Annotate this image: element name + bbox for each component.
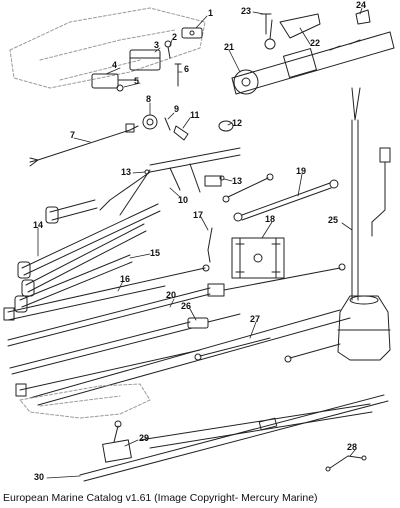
callout-11: 11 <box>190 110 200 120</box>
engine-bracket-outline <box>9 7 206 89</box>
part-25-tank <box>337 87 391 361</box>
part-8-knob <box>142 114 158 130</box>
part-19-strap <box>233 179 339 222</box>
part-7-cable <box>29 123 139 167</box>
part-21-steering-cylinder <box>231 31 395 95</box>
callout-24: 24 <box>356 0 366 10</box>
part-3-housing <box>129 49 161 71</box>
lower-cables <box>15 309 351 406</box>
short-strap <box>222 173 274 203</box>
part-16-cable <box>3 264 210 321</box>
callout-7: 7 <box>70 130 75 140</box>
part-30-cable <box>79 394 389 482</box>
part-5-grommet <box>116 84 124 92</box>
callout-4: 4 <box>112 60 117 70</box>
callout-22: 22 <box>310 38 320 48</box>
part-12-ring <box>218 120 234 132</box>
part-26-harness <box>9 313 241 375</box>
callout-9: 9 <box>174 104 179 114</box>
part-28-lead <box>325 455 367 472</box>
exploded-parts-diagram: 1 2 3 4 5 6 7 8 9 10 11 12 13 13 14 15 1… <box>3 0 395 482</box>
callout-19: 19 <box>296 166 306 176</box>
callout-17: 17 <box>193 210 203 220</box>
part-15-harness <box>14 254 133 313</box>
callout-1: 1 <box>208 8 213 18</box>
part-13-fastener-b <box>219 175 225 181</box>
callout-27: 27 <box>250 314 260 324</box>
part-20-cable <box>7 263 346 347</box>
callout-20: 20 <box>166 290 176 300</box>
leader-lines <box>37 7 363 479</box>
callout-12: 12 <box>232 118 242 128</box>
callout-28: 28 <box>347 442 357 452</box>
callout-2: 2 <box>172 32 177 42</box>
callout-10: 10 <box>178 195 188 205</box>
callout-29: 29 <box>139 433 149 443</box>
part-18-regulator <box>231 237 285 279</box>
part-29-sensor <box>102 420 132 463</box>
part-9-pin <box>164 117 171 131</box>
callout-21: 21 <box>224 42 234 52</box>
harness-plug <box>45 199 98 224</box>
part-2-fitting <box>164 40 172 59</box>
callout-23: 23 <box>241 6 251 16</box>
callout-13-a: 13 <box>121 167 131 177</box>
part-17-lead <box>207 227 213 263</box>
callout-14: 14 <box>33 220 43 230</box>
part-4-connector <box>91 73 139 89</box>
part-6-screw <box>174 63 182 87</box>
part-27-lead <box>194 337 271 361</box>
part-23-bolt <box>260 13 272 35</box>
image-caption: European Marine Catalog v1.61 (Image Cop… <box>3 492 318 504</box>
part-14-extension-harness <box>17 203 161 297</box>
callout-6: 6 <box>184 64 189 74</box>
callout-16: 16 <box>120 274 130 284</box>
part-1-bracket <box>181 27 203 39</box>
callout-3: 3 <box>154 40 159 50</box>
tank-cable <box>284 343 341 363</box>
callout-26: 26 <box>181 301 191 311</box>
callout-18: 18 <box>265 214 275 224</box>
part-10-harness <box>99 147 241 216</box>
callout-8: 8 <box>146 94 151 104</box>
callout-13-b: 13 <box>232 176 242 186</box>
callout-25: 25 <box>328 215 338 225</box>
callout-15: 15 <box>150 248 160 258</box>
part-24-clip <box>355 9 371 25</box>
callout-30: 30 <box>34 472 44 482</box>
callout-5: 5 <box>134 76 139 86</box>
part-22-tiller-arm <box>264 13 321 50</box>
lower-bracket-outline <box>19 383 151 419</box>
part-11-clip <box>173 125 189 141</box>
